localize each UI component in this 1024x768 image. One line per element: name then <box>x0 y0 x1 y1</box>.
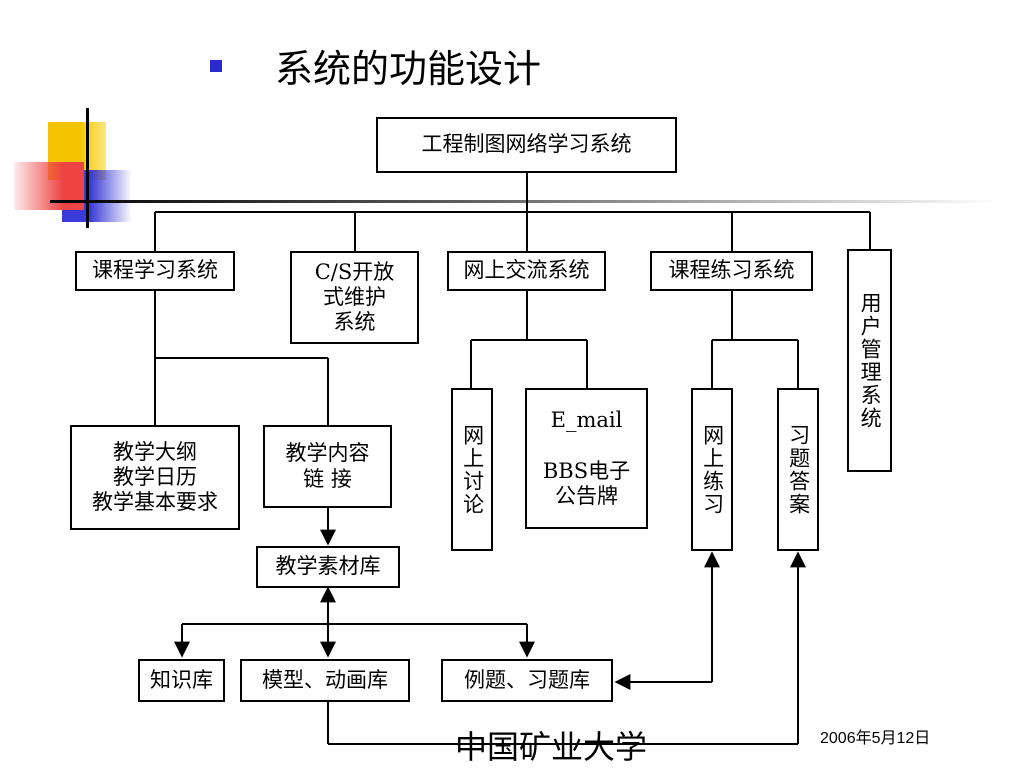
node-material-lib: 教学素材库 <box>256 546 400 588</box>
node-online-practice: 网上练习 <box>691 388 733 551</box>
node-online-exchange: 网上交流系统 <box>447 251 606 291</box>
title-bullet <box>210 60 222 72</box>
node-email-bbs: E_mail BBS电子 公告牌 <box>525 388 648 529</box>
node-example-exercise-lib: 例题、习题库 <box>441 659 613 702</box>
node-content-link: 教学内容 链 接 <box>263 425 392 508</box>
node-syllabus: 教学大纲 教学日历 教学基本要求 <box>70 425 240 530</box>
node-user-mgmt: 用户管理系统 <box>847 249 892 472</box>
node-course-practice: 课程练习系统 <box>650 251 813 291</box>
page-title: 系统的功能设计 <box>275 47 542 91</box>
footer-date: 2006年5月12日 <box>820 730 931 747</box>
node-knowledge-lib: 知识库 <box>138 659 225 702</box>
node-online-discussion: 网上讨论 <box>451 388 493 551</box>
node-exercise-answers: 习题答案 <box>777 388 819 551</box>
node-course-learning: 课程学习系统 <box>75 251 235 291</box>
footer-institution: 中国矿业大学 <box>455 728 648 766</box>
node-cs-maintenance: C/S开放 式维护 系统 <box>290 251 419 344</box>
deco-vertical-line <box>86 108 89 228</box>
deco-horizontal-line <box>50 200 1000 203</box>
node-root: 工程制图网络学习系统 <box>376 117 677 173</box>
node-model-anim-lib: 模型、动画库 <box>240 659 410 702</box>
